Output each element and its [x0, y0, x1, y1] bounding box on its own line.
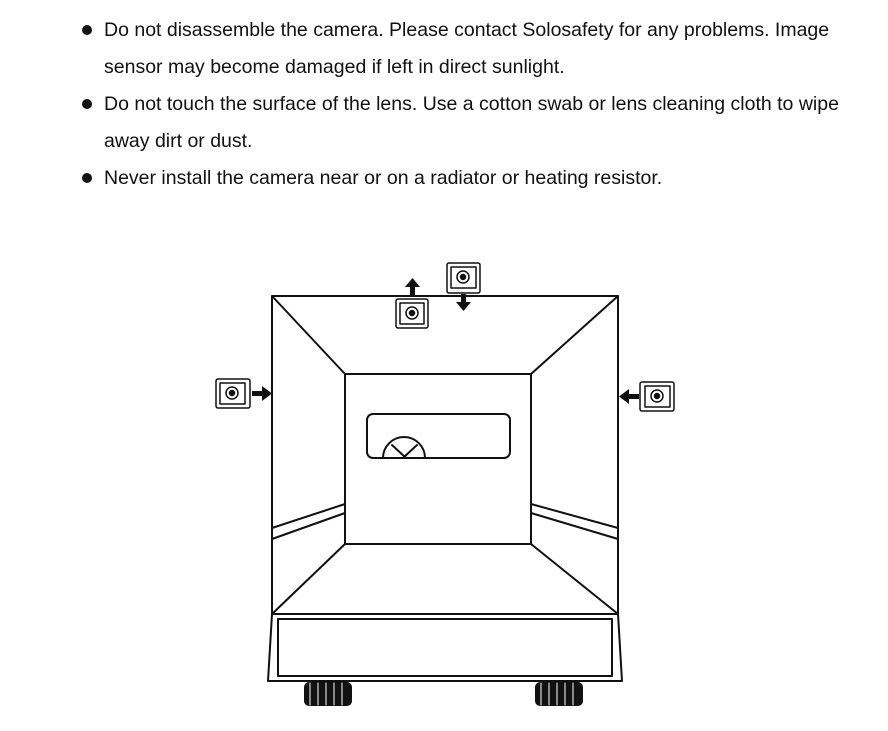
camera-icon-top-lower: [395, 298, 429, 329]
camera-icon-top-upper: [446, 262, 481, 294]
arrow-up-icon: [405, 278, 420, 296]
cab-window: [366, 413, 511, 459]
bullet-icon: [82, 25, 92, 35]
truck-inner-wall: [344, 373, 532, 545]
steering-wheel-icon: [382, 436, 426, 459]
precaution-text: Do not touch the surface of the lens. Us…: [104, 93, 839, 152]
precaution-item-lens: Do not touch the surface of the lens. Us…: [80, 86, 870, 160]
arrow-right-icon: [252, 386, 272, 401]
arrow-down-icon: [456, 294, 471, 311]
bullet-icon: [82, 99, 92, 109]
truck-wheels: [304, 682, 583, 706]
truck-bumper: [267, 613, 623, 682]
wheel-left: [304, 682, 352, 706]
precaution-text: Do not disassemble the camera. Please co…: [104, 19, 830, 78]
bullet-icon: [82, 173, 92, 183]
camera-icon-right: [639, 381, 675, 412]
arrow-left-icon: [619, 389, 639, 404]
camera-icon-left: [215, 378, 251, 409]
precaution-list: Do not disassemble the camera. Please co…: [80, 12, 870, 197]
truck-body: [267, 295, 623, 682]
precaution-item-disassemble: Do not disassemble the camera. Please co…: [80, 12, 870, 86]
precaution-text: Never install the camera near or on a ra…: [104, 167, 663, 189]
wheel-right: [535, 682, 583, 706]
precaution-item-radiator: Never install the camera near or on a ra…: [80, 160, 870, 197]
